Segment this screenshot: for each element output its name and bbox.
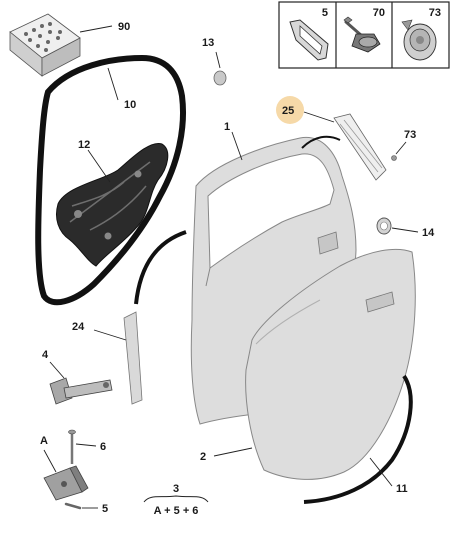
part-6-bolt: 6 xyxy=(68,429,106,464)
plug-icon xyxy=(401,19,437,61)
part-13-plug: 13 xyxy=(202,37,227,86)
part-2-outer-door-panel: 2 xyxy=(200,248,416,480)
legend-label-73: 73 xyxy=(429,7,441,19)
callout-24: 24 xyxy=(72,321,85,333)
screw-icon xyxy=(343,16,381,53)
callout-73: 73 xyxy=(404,129,416,141)
callout-11: 11 xyxy=(396,483,408,495)
callout-A: A xyxy=(40,435,48,447)
part-5-screw: 5 xyxy=(64,502,108,515)
callout-4: 4 xyxy=(42,349,49,361)
highlight-circle xyxy=(276,96,304,124)
callout-13: 13 xyxy=(202,37,214,49)
callout-3: 3 xyxy=(173,483,179,495)
callout-2: 2 xyxy=(200,451,206,463)
part-73-screw: 73 xyxy=(391,129,416,161)
callout-6: 6 xyxy=(100,441,106,453)
callout-12: 12 xyxy=(78,139,90,151)
legend-label-70: 70 xyxy=(373,7,385,19)
callout-3-formula: A + 5 + 6 xyxy=(154,505,199,517)
part-25-window-trim: 25 xyxy=(276,96,387,181)
legend-box: 5 70 73 xyxy=(278,1,450,69)
part-A-hinge: A xyxy=(40,435,89,501)
callout-10: 10 xyxy=(124,99,136,111)
clip-icon xyxy=(289,19,329,61)
callout-14: 14 xyxy=(422,227,435,239)
callout-25: 25 xyxy=(282,105,294,117)
part-4-door-check: 4 xyxy=(42,349,113,405)
callout-5: 5 xyxy=(102,503,108,515)
part-3-kit: 3 A + 5 + 6 xyxy=(143,483,209,517)
callout-90: 90 xyxy=(118,21,130,33)
door-edge-seal xyxy=(134,230,187,305)
part-90-fastener-kit: 90 xyxy=(9,13,130,77)
callout-1: 1 xyxy=(224,121,230,133)
part-12-window-regulator: 12 xyxy=(56,139,169,267)
part-10-door-seal: 10 xyxy=(35,54,187,306)
part-11-lower-seal: 11 xyxy=(303,374,413,504)
part-14-grommet: 14 xyxy=(376,217,435,239)
part-24-pillar-trim: 24 xyxy=(72,311,143,405)
legend-label-5: 5 xyxy=(322,7,328,19)
